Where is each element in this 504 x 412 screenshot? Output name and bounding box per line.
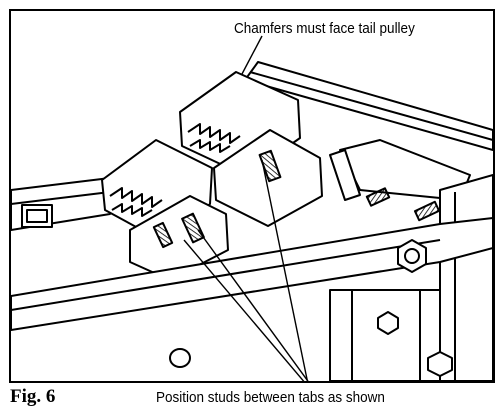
conveyor-assembly-drawing — [11, 35, 493, 381]
upper-frame-rail — [244, 61, 493, 151]
figure-frame — [9, 9, 495, 383]
lower-plate — [329, 289, 441, 381]
top-leader-line — [241, 35, 263, 75]
right-roller — [329, 139, 471, 222]
right-support-plate — [439, 174, 493, 381]
lower-nut — [169, 311, 453, 377]
impact-bar-rear — [101, 139, 229, 281]
figure-label: Fig. 6 — [10, 386, 56, 407]
leader-lines — [183, 159, 309, 381]
callout-chamfers: Chamfers must face tail pulley — [234, 20, 415, 37]
hex-bolt — [397, 239, 427, 273]
impact-bar-front — [179, 71, 323, 227]
callout-position-studs: Position studs between tabs as shown — [156, 389, 385, 406]
cross-channel — [11, 217, 493, 331]
left-rail — [11, 177, 111, 231]
